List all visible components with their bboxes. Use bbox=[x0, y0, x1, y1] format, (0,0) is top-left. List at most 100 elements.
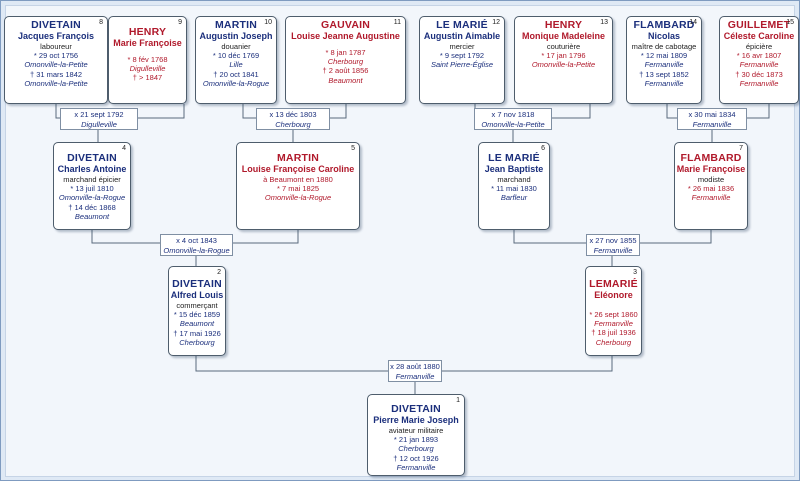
surname: GAUVAIN bbox=[320, 19, 371, 31]
given-name: Jacques François bbox=[17, 31, 95, 41]
birth-date: * 7 mai 1825 bbox=[276, 184, 320, 194]
person-card-6[interactable]: 6 LE MARIÉ Jean Baptiste marchand * 11 m… bbox=[478, 142, 550, 230]
marriage-6-7: x 27 nov 1855 Fermanville bbox=[586, 234, 640, 256]
sosa-number: 14 bbox=[689, 19, 697, 26]
surname: LEMARIÉ bbox=[589, 278, 638, 290]
marriage-place: Fermanville bbox=[395, 371, 435, 381]
death-place: Fermanville bbox=[396, 462, 436, 472]
marriage-10-11: x 13 déc 1803 Cherbourg bbox=[256, 108, 330, 130]
given-name: Louise Françoise Caroline bbox=[241, 164, 355, 174]
birth-date: * 21 jan 1893 bbox=[393, 435, 439, 445]
birth-place: Omonville-la-Petite bbox=[24, 60, 88, 70]
marriage-date: x 7 nov 1818 bbox=[491, 110, 535, 119]
sosa-number: 8 bbox=[99, 19, 103, 26]
birth-place: Omonville-la-Rogue bbox=[58, 193, 126, 203]
death-place: Omonville-la-Rogue bbox=[202, 78, 270, 88]
birth-date: * 12 mai 1809 bbox=[640, 51, 688, 61]
person-card-7[interactable]: 7 FLAMBARD Marie Françoise modiste * 26 … bbox=[674, 142, 748, 230]
person-card-3[interactable]: 3 LEMARIÉ Eléonore * 26 sept 1860 Ferman… bbox=[585, 266, 642, 356]
birth-place: Fermanville bbox=[691, 193, 731, 203]
birth-place: Omonville-la-Rogue bbox=[264, 193, 332, 203]
given-name: Augustin Aimable bbox=[423, 31, 501, 41]
birth-date: * 26 mai 1836 bbox=[687, 184, 735, 194]
marriage-date: x 27 nov 1855 bbox=[589, 236, 637, 245]
sosa-number: 4 bbox=[122, 145, 126, 152]
sosa-number: 12 bbox=[492, 19, 500, 26]
person-card-15[interactable]: 15 GUILLEMET Céleste Caroline épicière *… bbox=[719, 16, 799, 104]
marriage-date: x 28 août 1880 bbox=[390, 362, 440, 371]
birth-date: * 8 fév 1768 bbox=[127, 55, 168, 64]
marriage-place: Fermanville bbox=[692, 119, 732, 129]
surname: LE MARIÉ bbox=[488, 152, 540, 164]
marriage-place: Omonville-la-Petite bbox=[481, 119, 545, 129]
marriage-2-3: x 28 août 1880 Fermanville bbox=[388, 360, 442, 382]
death-place: Fermanville bbox=[644, 78, 684, 88]
occupation: douanier bbox=[221, 42, 251, 51]
death-date: † 17 mai 1926 bbox=[173, 328, 221, 338]
sosa-number: 5 bbox=[351, 145, 355, 152]
given-name: Nicolas bbox=[647, 31, 680, 41]
surname: HENRY bbox=[128, 26, 167, 38]
sosa-number: 13 bbox=[600, 19, 608, 26]
person-card-8[interactable]: 8 DIVETAIN Jacques François laboureur * … bbox=[4, 16, 108, 104]
birth-date: * 13 juil 1810 bbox=[70, 184, 114, 194]
marriage-12-13: x 7 nov 1818 Omonville-la-Petite bbox=[474, 108, 552, 130]
person-card-14[interactable]: 14 FLAMBARD Nicolas maître de cabotage *… bbox=[626, 16, 702, 104]
birth-place: Omonville-la-Petite bbox=[531, 60, 596, 70]
sosa-number: 2 bbox=[217, 269, 221, 276]
marriage-date: x 13 déc 1803 bbox=[269, 110, 317, 119]
person-card-12[interactable]: 12 LE MARIÉ Augustin Aimable mercier * 9… bbox=[419, 16, 505, 104]
marriage-4-5: x 4 oct 1843 Omonville-la-Rogue bbox=[160, 234, 233, 256]
birth-date: * 26 sept 1860 bbox=[589, 310, 638, 319]
death-date: † > 1847 bbox=[132, 73, 163, 83]
birth-date: * 9 sept 1792 bbox=[439, 51, 485, 61]
birth-date: * 29 oct 1756 bbox=[33, 51, 79, 61]
birth-place: Beaumont bbox=[179, 319, 215, 329]
marriage-place: Fermanville bbox=[593, 245, 633, 255]
death-place: Fermanville bbox=[739, 78, 779, 88]
marriage-place: Digulleville bbox=[81, 119, 117, 129]
birth-place: Fermanville bbox=[644, 60, 684, 70]
death-place: Cherbourg bbox=[179, 337, 215, 347]
surname: DIVETAIN bbox=[67, 152, 117, 164]
sosa-number: 6 bbox=[541, 145, 545, 152]
death-place: Omonville-la-Petite bbox=[24, 78, 88, 88]
occupation: modiste bbox=[697, 175, 725, 184]
given-name: Marie Françoise bbox=[676, 164, 746, 174]
surname: MARTIN bbox=[276, 152, 320, 164]
occupation: marchand épicier bbox=[63, 175, 121, 184]
person-card-11[interactable]: 11 GAUVAIN Louise Jeanne Augustine * 8 j… bbox=[285, 16, 406, 104]
death-date: † 13 sept 1852 bbox=[639, 69, 689, 79]
death-date: † 31 mars 1842 bbox=[29, 69, 83, 79]
person-card-13[interactable]: 13 HENRY Monique Madeleine couturière * … bbox=[514, 16, 613, 104]
death-place: Cherbourg bbox=[595, 337, 632, 347]
death-date: † 14 déc 1868 bbox=[68, 202, 116, 212]
surname: DIVETAIN bbox=[31, 19, 81, 31]
occupation: couturière bbox=[546, 42, 581, 51]
given-name: Alfred Louis bbox=[170, 290, 224, 300]
occupation: laboureur bbox=[40, 42, 72, 51]
occupation: marchand bbox=[497, 175, 531, 184]
occupation: épicière bbox=[745, 42, 773, 51]
person-card-10[interactable]: 10 MARTIN Augustin Joseph douanier * 10 … bbox=[195, 16, 277, 104]
birth-date: * 11 mai 1830 bbox=[491, 184, 537, 194]
occupation: mercier bbox=[449, 42, 475, 51]
marriage-place: Omonville-la-Rogue bbox=[163, 245, 230, 255]
birth-place: Saint Pierre-Église bbox=[430, 60, 494, 70]
occupation: commerçant bbox=[176, 301, 218, 310]
person-card-1[interactable]: 1 DIVETAIN Pierre Marie Joseph aviateur … bbox=[367, 394, 465, 476]
sosa-number: 15 bbox=[786, 19, 794, 26]
person-card-5[interactable]: 5 MARTIN Louise Françoise Caroline à Bea… bbox=[236, 142, 360, 230]
surname: MARTIN bbox=[214, 19, 258, 31]
birth-place: Fermanville bbox=[739, 60, 779, 70]
surname: LE MARIÉ bbox=[436, 19, 488, 31]
surname: FLAMBARD bbox=[680, 152, 742, 164]
death-date: † 18 juil 1936 bbox=[591, 328, 636, 338]
marriage-date: x 4 oct 1843 bbox=[176, 236, 217, 245]
sosa-number: 10 bbox=[264, 19, 272, 26]
person-card-4[interactable]: 4 DIVETAIN Charles Antoine marchand épic… bbox=[53, 142, 131, 230]
marriage-14-15: x 30 mai 1834 Fermanville bbox=[677, 108, 747, 130]
person-card-2[interactable]: 2 DIVETAIN Alfred Louis commerçant * 15 … bbox=[168, 266, 226, 356]
person-card-9[interactable]: 9 HENRY Marie Françoise * 8 fév 1768 Dig… bbox=[108, 16, 187, 104]
sosa-number: 11 bbox=[393, 19, 401, 26]
